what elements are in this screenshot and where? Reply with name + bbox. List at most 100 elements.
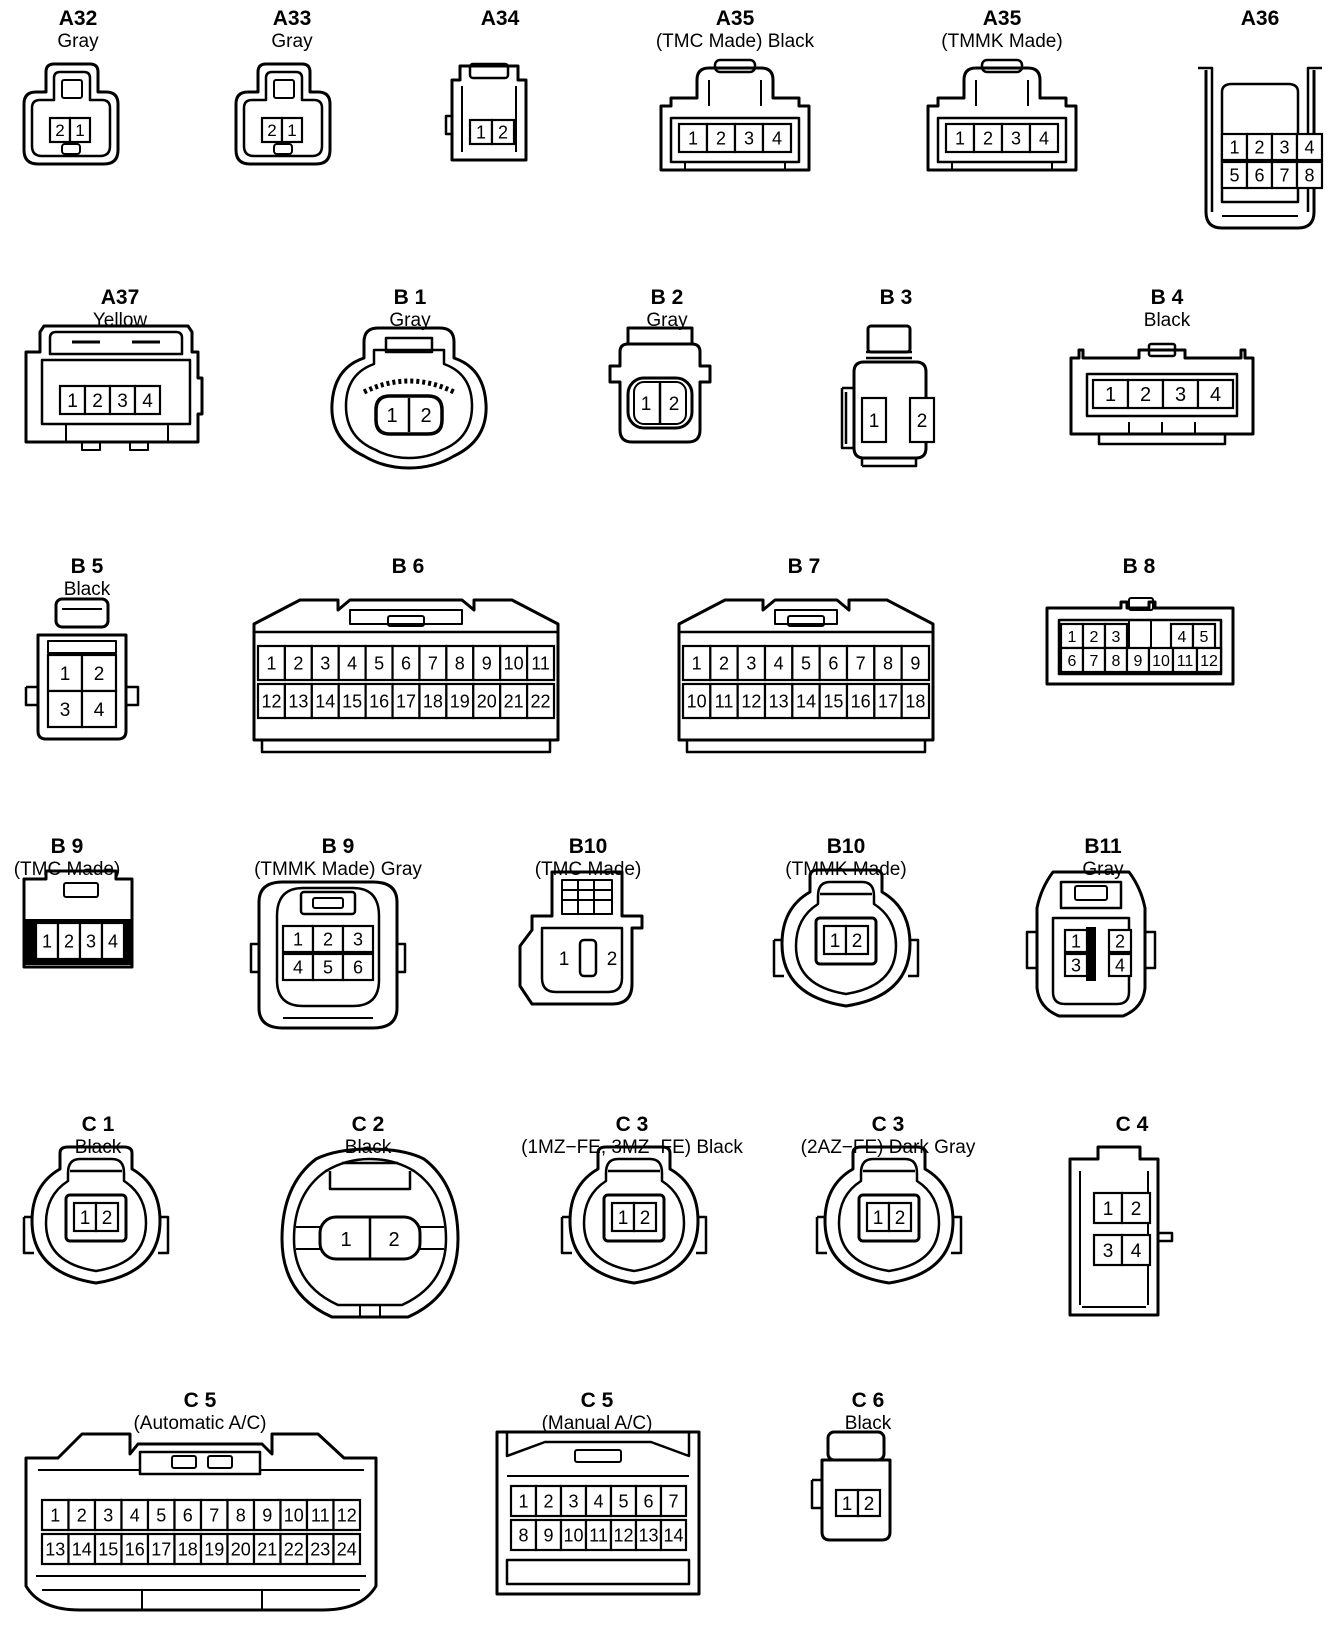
pin-number: 12 xyxy=(613,1525,633,1545)
pin-number: 3 xyxy=(568,1491,578,1511)
housing-outline xyxy=(837,1157,941,1273)
pin-cavity xyxy=(677,122,709,154)
housing-outline xyxy=(926,66,1078,172)
pin-number: 13 xyxy=(288,691,308,711)
housing-outline xyxy=(1057,618,1223,676)
pin-cavity xyxy=(632,1201,658,1233)
pin-number: 5 xyxy=(801,653,811,673)
pin-cavity xyxy=(559,1484,588,1518)
connector-id: B 2 xyxy=(650,286,684,309)
connector-id: B 1 xyxy=(393,286,427,309)
pin-cavity xyxy=(173,1498,203,1532)
pin-number: 2 xyxy=(852,931,863,952)
housing-outline xyxy=(866,324,912,354)
housing-outline xyxy=(561,879,613,915)
housing-outline xyxy=(608,342,712,444)
pin-number: 9 xyxy=(910,653,920,673)
housing-outline xyxy=(787,615,825,627)
pin-cavity xyxy=(93,1498,123,1532)
pin-cavity xyxy=(509,1518,538,1552)
pin-number: 2 xyxy=(420,405,431,427)
housing-outline xyxy=(461,86,517,152)
pin-cavity xyxy=(1245,132,1274,162)
housing-outline xyxy=(562,880,612,914)
housing-outline xyxy=(374,394,444,436)
pin-cavity xyxy=(445,644,475,682)
pin-cavity xyxy=(681,644,712,682)
housing-outline xyxy=(242,70,324,158)
housing-outline xyxy=(444,114,452,136)
pin-cavity xyxy=(341,952,375,982)
pin-cavity xyxy=(418,682,448,720)
pin-number: 2 xyxy=(640,1208,651,1229)
pin-number: 3 xyxy=(746,653,756,673)
pin-number: 4 xyxy=(142,391,153,412)
pin-number: 13 xyxy=(638,1525,658,1545)
pin-number: 23 xyxy=(310,1539,330,1559)
housing-outline xyxy=(1204,70,1316,230)
pin-number: 1 xyxy=(266,653,276,673)
pin-number: 3 xyxy=(320,653,330,673)
housing-outline xyxy=(774,609,838,625)
pin-number: 4 xyxy=(347,653,357,673)
pin-number: 4 xyxy=(1131,1241,1142,1262)
connector-id: B 5 xyxy=(70,555,104,578)
pin-number: 5 xyxy=(156,1505,166,1525)
housing-outline xyxy=(22,869,134,969)
pin-number: 24 xyxy=(337,1539,357,1559)
housing-outline xyxy=(1097,434,1227,446)
housing-outline xyxy=(1035,870,1147,1018)
pin-number: 5 xyxy=(323,957,333,977)
pin-number: 1 xyxy=(75,121,84,140)
connector-label: Black xyxy=(344,1137,392,1158)
pin-number: 8 xyxy=(518,1525,528,1545)
housing-outline xyxy=(257,880,399,1030)
pin-number: 2 xyxy=(716,128,726,148)
pin-number: 2 xyxy=(92,391,103,412)
pin-number: 2 xyxy=(94,664,105,685)
pin-number: 4 xyxy=(130,1505,140,1525)
pin-number: 14 xyxy=(72,1539,92,1559)
housing-outline xyxy=(1158,1231,1174,1243)
connector-id: B 6 xyxy=(391,555,425,578)
pin-number: 8 xyxy=(236,1505,246,1525)
housing-divider xyxy=(1086,927,1096,981)
pin-number: 1 xyxy=(692,653,702,673)
pin-number: 2 xyxy=(64,931,74,951)
housing-outline xyxy=(344,348,474,460)
pin-number: 12 xyxy=(261,691,281,711)
pin-cavity xyxy=(763,644,794,682)
housing-outline xyxy=(64,1193,128,1243)
housing-outline xyxy=(207,1455,233,1469)
pin-number: 13 xyxy=(45,1539,65,1559)
housing-outline xyxy=(1074,885,1108,901)
pin-number: 8 xyxy=(455,653,465,673)
pin-number: 4 xyxy=(593,1491,603,1511)
pin-cavity xyxy=(584,1518,613,1552)
housing-outline xyxy=(626,326,694,344)
pin-cavity xyxy=(305,1498,335,1532)
connector-id: A37 xyxy=(100,286,140,309)
pin-number: 7 xyxy=(1279,165,1289,185)
pin-cavity xyxy=(80,689,118,729)
pin-number: 12 xyxy=(741,691,761,711)
pin-number: 1 xyxy=(80,1208,91,1229)
pin-number: 5 xyxy=(618,1491,628,1511)
housing-outline xyxy=(280,1147,460,1319)
pin-number: 18 xyxy=(178,1539,198,1559)
pin-number: 1 xyxy=(869,411,880,432)
connector-label: Black xyxy=(1143,310,1191,331)
connector-label: Black xyxy=(63,579,111,600)
pin-number: 15 xyxy=(342,691,362,711)
pin-number: 2 xyxy=(983,128,993,148)
pin-cavity xyxy=(845,644,876,682)
pin-number: 13 xyxy=(769,691,789,711)
pin-number: 1 xyxy=(60,664,71,685)
pin-cavity xyxy=(900,644,931,682)
